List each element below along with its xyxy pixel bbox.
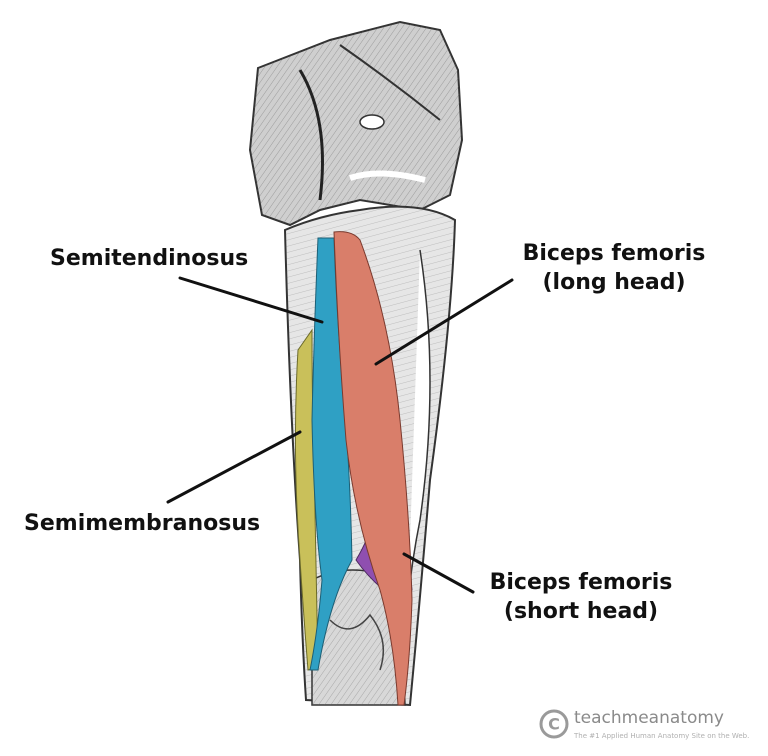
leader-biceps-long: [374, 278, 514, 366]
leader-lines: [166, 276, 514, 594]
biceps-short-line1: Biceps femoris: [489, 570, 673, 595]
biceps-short-line2: (short head): [503, 599, 659, 624]
biceps-long-line2: (long head): [542, 270, 686, 295]
biceps-femoris-long-head-label: Biceps femoris (long head): [514, 239, 714, 297]
watermark-tagline: The #1 Applied Human Anatomy Site on the…: [574, 732, 750, 740]
semimembranosus-label-text: Semimembranosus: [24, 511, 261, 536]
biceps-long-line1: Biceps femoris: [522, 241, 706, 266]
semitendinosus-label: Semitendinosus: [50, 244, 248, 273]
gluteal-region: [248, 20, 464, 237]
watermark-name: teachmeanatomy: [574, 708, 724, 728]
biceps-femoris-short-head-label: Biceps femoris (short head): [476, 568, 686, 626]
leader-biceps-short: [402, 552, 475, 594]
copyright-logo-icon: C: [539, 709, 569, 739]
svg-text:C: C: [548, 715, 560, 734]
watermark: C teachmeanatomy The #1 Applied Human An…: [538, 708, 749, 744]
biceps-femoris-long-head-muscle: [333, 231, 413, 706]
semimembranosus-label: Semimembranosus: [24, 509, 260, 538]
leader-semitendinosus: [178, 276, 324, 324]
leader-semimembranosus: [166, 430, 302, 504]
semitendinosus-label-text: Semitendinosus: [50, 246, 249, 271]
popliteal-region: [311, 569, 406, 706]
